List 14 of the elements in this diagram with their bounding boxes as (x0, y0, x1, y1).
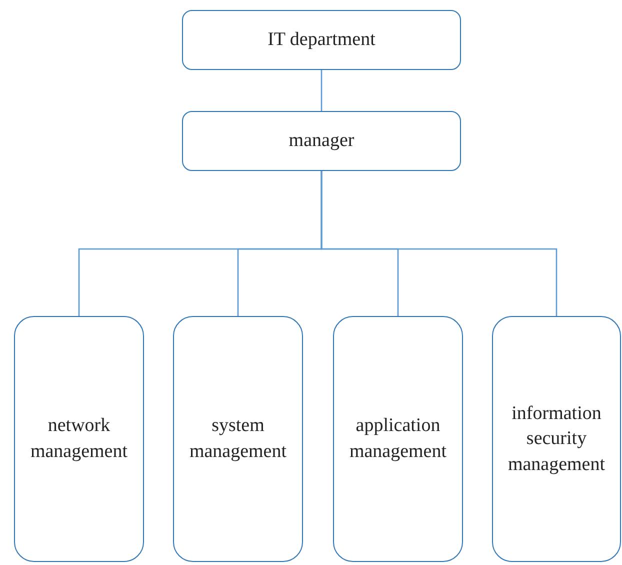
box-label: system management (188, 414, 288, 464)
connector-line (320, 70, 322, 111)
org-box (492, 316, 621, 562)
org-box (14, 316, 144, 562)
org-box (333, 316, 463, 562)
connector-line (320, 171, 558, 316)
org-box (182, 111, 461, 171)
org-box (173, 316, 303, 562)
box-label: IT department (268, 28, 376, 52)
box-label: application management (348, 414, 448, 464)
box-label: network management (29, 414, 129, 464)
box-label: manager (288, 129, 354, 154)
box-label: information security management (506, 402, 606, 477)
org-box (182, 10, 461, 70)
